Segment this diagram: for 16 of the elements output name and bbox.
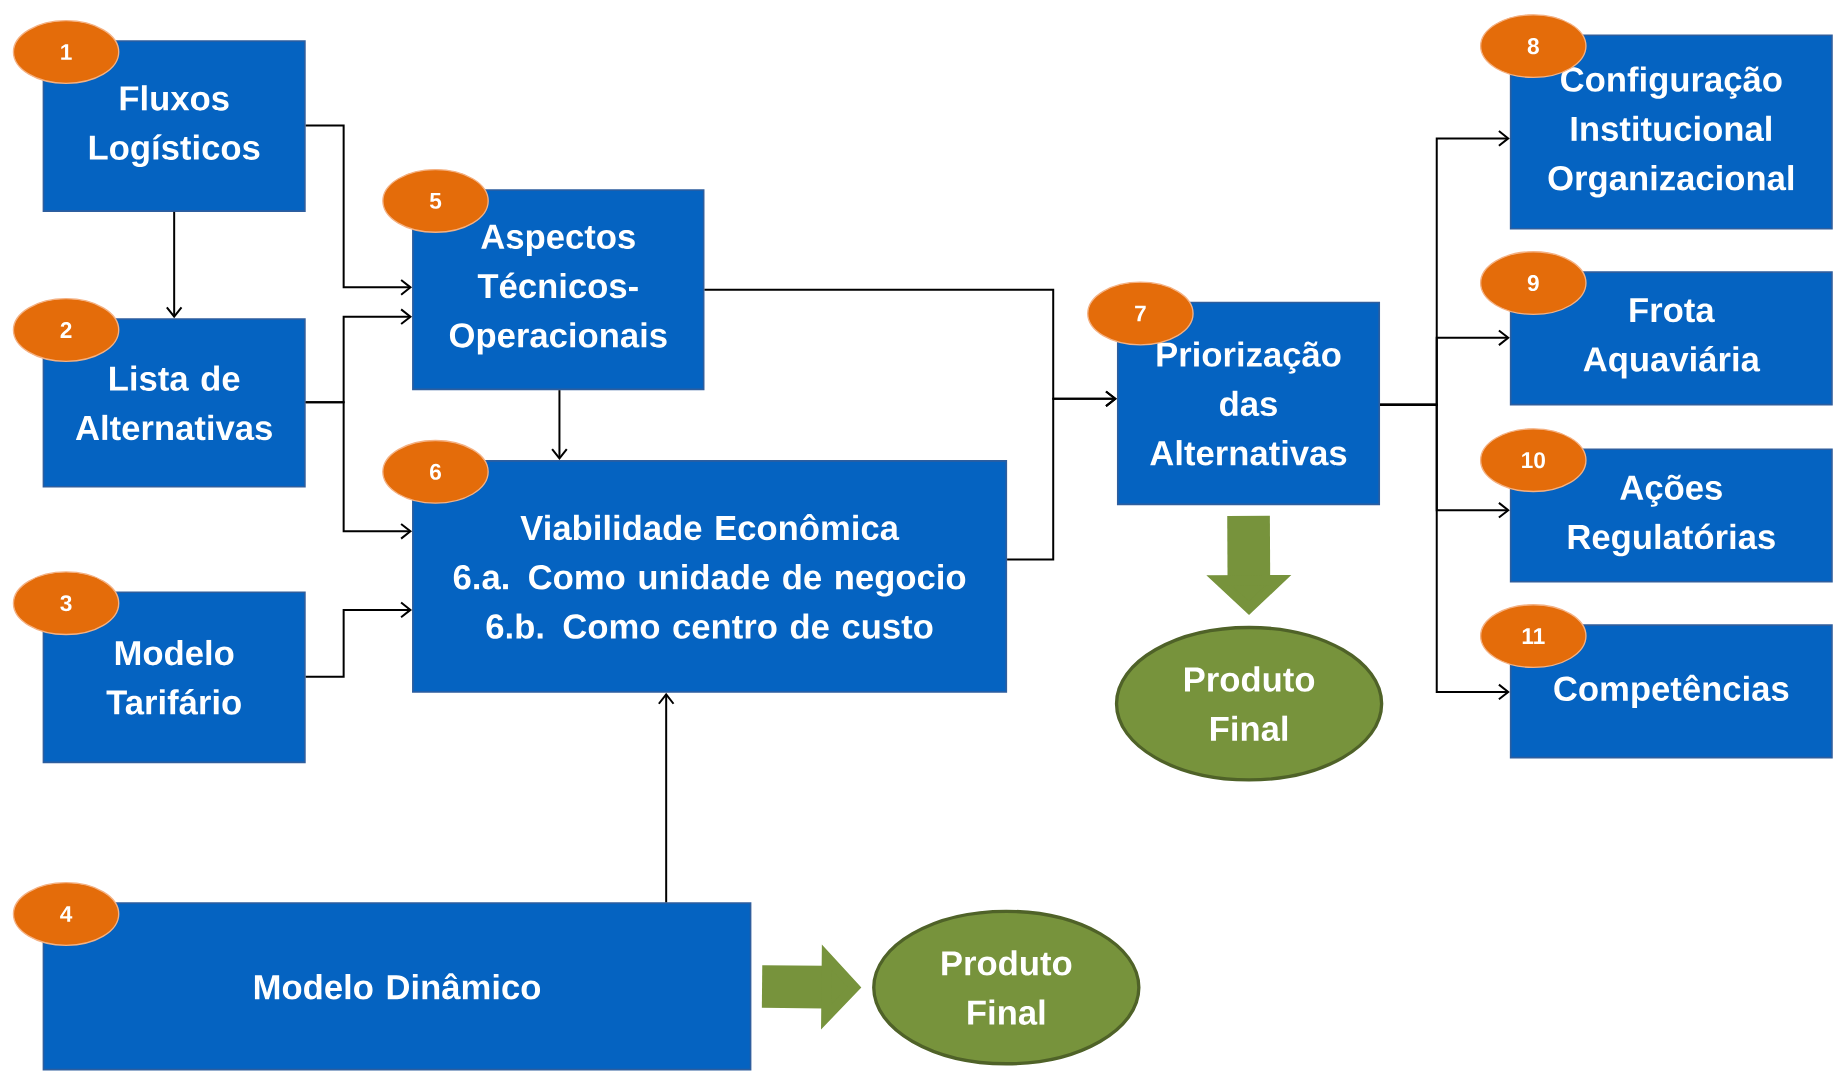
number-badge: 4 bbox=[12, 882, 120, 946]
arrow bbox=[304, 601, 413, 678]
arrow bbox=[165, 210, 183, 319]
number-badge: 9 bbox=[1480, 251, 1587, 316]
number-badge: 6 bbox=[382, 439, 489, 504]
number-badge: 2 bbox=[12, 298, 120, 362]
arrow bbox=[304, 124, 413, 296]
arrow bbox=[304, 401, 413, 540]
arrow bbox=[657, 692, 675, 904]
number-badge: 3 bbox=[12, 571, 120, 636]
number-badge: 1 bbox=[12, 20, 120, 84]
arrow bbox=[1379, 403, 1510, 701]
arrow bbox=[551, 389, 568, 461]
number-badge: 11 bbox=[1480, 604, 1587, 669]
number-badge: 10 bbox=[1480, 428, 1587, 493]
arrow bbox=[1006, 390, 1117, 561]
